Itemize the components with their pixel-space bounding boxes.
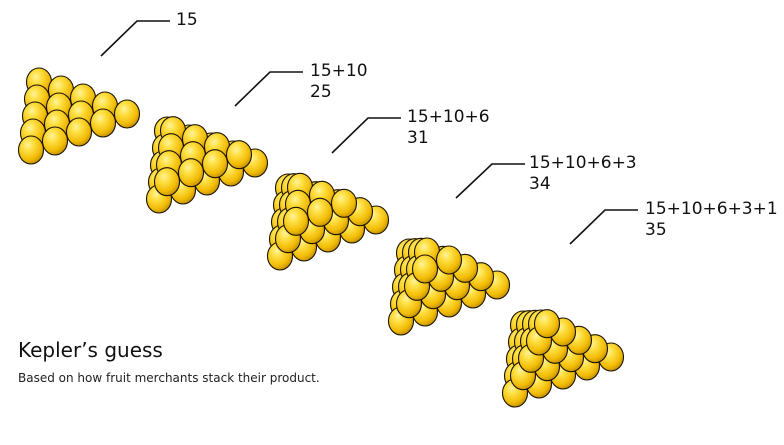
stack-label-1: 15 — [176, 10, 198, 31]
stack-5-expression: 15+10+6+3+1 — [645, 199, 778, 219]
stack-5 — [501, 209, 638, 408]
leader-line-3 — [331, 117, 401, 154]
stack-1 — [17, 20, 170, 165]
fruit-ball — [225, 140, 253, 170]
leader-line-1 — [100, 20, 170, 57]
stack-5-total: 35 — [645, 220, 667, 240]
leader-line-4 — [455, 163, 525, 199]
stack-2-expression: 15+10 — [310, 61, 368, 81]
fruit-ball — [435, 245, 463, 275]
fruit-ball — [201, 149, 229, 179]
fruit-ball — [533, 309, 561, 339]
stack-2-total: 25 — [310, 82, 332, 102]
stack-4 — [387, 163, 525, 336]
fruit-ball — [282, 206, 310, 236]
fruit-ball — [89, 108, 117, 138]
stack-3-expression: 15+10+6 — [407, 107, 490, 127]
stack-label-3: 15+10+6 31 — [407, 107, 490, 149]
stack-3 — [266, 117, 401, 271]
fruit-ball — [330, 188, 358, 218]
fruit-ball — [41, 126, 69, 156]
leader-line-5 — [569, 209, 638, 245]
fruit-ball — [17, 135, 45, 165]
fruit-ball — [411, 254, 439, 284]
caption-title: Kepler’s guess — [18, 338, 163, 362]
fruit-ball — [153, 167, 181, 197]
stack-label-2: 15+10 25 — [310, 61, 368, 103]
fruit-ball — [113, 99, 141, 129]
caption-subtitle: Based on how fruit merchants stack their… — [18, 371, 320, 385]
fruit-ball — [177, 158, 205, 188]
leader-line-2 — [234, 71, 303, 107]
stack-1-expression: 15 — [176, 10, 198, 30]
stack-4-total: 34 — [529, 174, 551, 194]
stack-label-5: 15+10+6+3+1 35 — [645, 199, 778, 241]
stack-label-4: 15+10+6+3 34 — [529, 153, 637, 195]
stack-3-total: 31 — [407, 128, 429, 148]
stack-4-expression: 15+10+6+3 — [529, 153, 637, 173]
fruit-ball — [306, 197, 334, 227]
fruit-ball — [65, 117, 93, 147]
stack-2 — [145, 71, 303, 214]
